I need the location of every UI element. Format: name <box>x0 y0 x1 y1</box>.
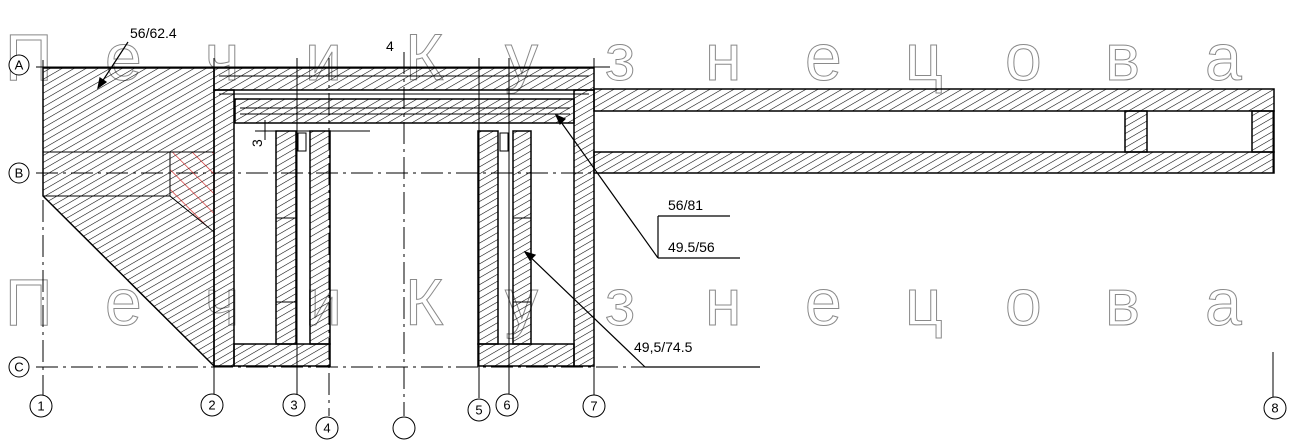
col-2-label: 2 <box>208 398 215 413</box>
watermark-letter: ц <box>905 265 943 339</box>
bench-partition <box>1124 110 1148 153</box>
col-3-marker: 3 <box>282 393 306 417</box>
label-upper: 56/81 <box>668 197 703 213</box>
row-b-marker: B <box>8 162 30 184</box>
bottom-left-wall <box>233 343 331 367</box>
watermark-letter: в <box>1105 20 1140 94</box>
left-wall <box>213 89 235 367</box>
watermark-letter: К <box>405 265 444 339</box>
dim-side-mark: 3 <box>249 139 265 147</box>
col-4-label: 4 <box>323 421 330 436</box>
watermark-letter: о <box>1005 265 1042 339</box>
watermark-letter: н <box>705 20 741 94</box>
dim-top-left: 56/62.4 <box>130 25 177 41</box>
col-6-label: 6 <box>503 398 510 413</box>
watermark-letter: П <box>5 265 52 339</box>
leader-lower-right <box>524 251 646 368</box>
inner-top-channel <box>234 98 575 124</box>
bottom-right-wall <box>477 343 575 367</box>
right-wall <box>573 89 595 367</box>
watermark-letter: в <box>1105 265 1140 339</box>
masonry-walls <box>42 67 1275 368</box>
row-b-label: B <box>15 166 24 181</box>
bench-bottom-wall <box>593 151 1275 174</box>
inner-wall-left-a <box>275 130 297 345</box>
inner-wall-right-a <box>477 130 499 345</box>
watermark-letter: а <box>1205 265 1242 339</box>
col-6-marker: 6 <box>495 393 519 417</box>
column-markers: 1 2 3 4 5 6 7 8 <box>29 393 1287 440</box>
watermark-letter: з <box>605 20 635 94</box>
red-hatched-zone <box>169 151 215 234</box>
col-8-label: 8 <box>1271 401 1278 416</box>
col-3-label: 3 <box>290 398 297 413</box>
row-a-label: A <box>15 58 24 73</box>
col-5-label: 5 <box>475 403 482 418</box>
col-unlabeled-marker <box>392 416 416 440</box>
col-2-marker: 2 <box>200 393 224 417</box>
col-1-label: 1 <box>37 399 44 414</box>
watermark-letter: з <box>605 265 635 339</box>
row-markers: A B C <box>8 54 30 378</box>
watermark-letter: ц <box>905 20 943 94</box>
inner-details <box>43 75 1274 398</box>
col-7-marker: 7 <box>582 394 606 418</box>
inner-wall-right-b <box>512 130 532 345</box>
row-c-marker: C <box>8 356 30 378</box>
col-8-marker: 8 <box>1263 396 1287 420</box>
inner-wall-left-b <box>309 130 331 345</box>
leader-upper-right <box>555 114 659 259</box>
watermark-letter: е <box>805 20 842 94</box>
watermark-letter: а <box>1205 20 1242 94</box>
label-bottom: 49,5/74.5 <box>634 339 693 355</box>
watermark-letter: е <box>805 265 842 339</box>
leader-lines <box>97 41 760 368</box>
watermark-letter: н <box>705 265 741 339</box>
watermark-letter: о <box>1005 20 1042 94</box>
row-c-label: C <box>14 360 23 375</box>
bench-top-wall <box>593 88 1275 112</box>
dim-top-center: 4 <box>386 38 394 54</box>
top-wall <box>213 67 595 91</box>
col-5-marker: 5 <box>467 398 491 422</box>
col-1-marker: 1 <box>29 394 53 418</box>
row-a-marker: A <box>8 54 30 76</box>
col-7-label: 7 <box>590 399 597 414</box>
col-4-marker: 4 <box>315 416 339 440</box>
label-lower: 49.5/56 <box>668 239 715 255</box>
bench-end-wall <box>1251 110 1275 153</box>
